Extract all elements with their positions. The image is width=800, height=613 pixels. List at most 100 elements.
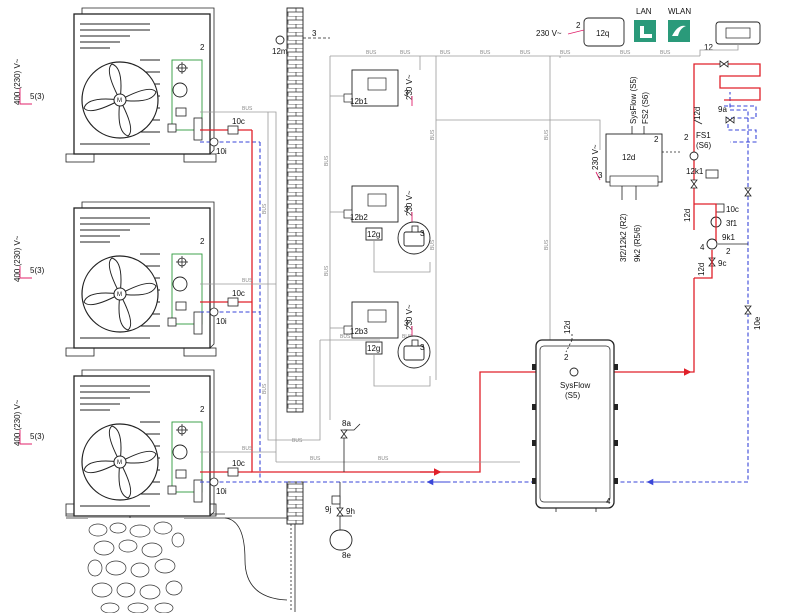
svg-text:BUS: BUS	[242, 278, 253, 284]
fan-motor-label: M	[117, 98, 122, 104]
module-12d-label: 12d	[622, 153, 635, 162]
heating-coil	[719, 63, 761, 143]
bus-wiring	[200, 55, 700, 463]
expansion-valve-icon	[176, 62, 188, 74]
hp-3-10c: 10c	[232, 459, 245, 468]
svg-text:BUS: BUS	[378, 456, 389, 462]
controller-12b3-number: 3	[404, 319, 409, 328]
wall-sensor-12m: 12m 3	[272, 29, 330, 56]
hp-2-circuit-label: 5(3)	[30, 266, 45, 275]
label-10e: 10e	[753, 316, 762, 330]
label-9a: 9a	[718, 105, 727, 114]
module-12q-number: 2	[576, 21, 581, 30]
svg-text:BUS: BUS	[544, 129, 550, 140]
expansion-vessel: 9j 9h 8e	[325, 482, 355, 560]
s6-label: (S6)	[696, 141, 711, 150]
module-12q-label: 12q	[596, 29, 609, 38]
svg-text:BUS: BUS	[242, 446, 253, 452]
svg-text:BUS: BUS	[620, 50, 631, 56]
module-12: 12	[699, 21, 761, 56]
hydraulic-group: 12d FS1 (S6) 2 12k1 12d 10c 3f1 4 9k1 2 …	[683, 60, 762, 330]
heat-pump-unit-2: M 2	[65, 201, 217, 357]
module-12q-power: 230 V~	[536, 29, 562, 38]
hp-2-10i: 10i	[216, 317, 227, 326]
svg-text:BUS: BUS	[480, 50, 491, 56]
fs1-label: FS1	[696, 131, 711, 140]
storage-tank: 2 SysFlow (S5) 12d 4	[532, 321, 618, 512]
boiler-2-number: 3	[420, 343, 425, 352]
label-9j: 9j	[325, 505, 331, 514]
controller-12b2-label: 12b2	[350, 213, 368, 222]
controller-12b1-number: 3	[404, 89, 409, 98]
svg-text:BUS: BUS	[340, 334, 351, 340]
module-12d-bottom-right: 9k2 (R5/6)	[633, 224, 642, 262]
label-3f1: 3f1	[726, 219, 738, 228]
module-12d-fs2: FS2 (S6)	[641, 92, 650, 124]
svg-text:BUS: BUS	[366, 50, 377, 56]
svg-text:BUS: BUS	[324, 155, 330, 166]
fan-motor-label: M	[117, 460, 122, 466]
module-12-label: 12	[704, 43, 713, 52]
storage-sensor: 12d	[563, 321, 572, 334]
bus-module-12g-2-label: 12g	[367, 344, 380, 353]
supply-line	[251, 63, 724, 476]
svg-text:BUS: BUS	[242, 106, 253, 112]
wall-sensor-number: 3	[312, 29, 317, 38]
hp-2-power: 400 (230) V~ 5(3)	[13, 235, 45, 282]
sensor-12d-top: 12d	[693, 107, 702, 120]
module-12d: 12d 230 V~ 3 SysFlow (S5) FS2 (S6) 2 3f2…	[591, 76, 680, 262]
hp-1-circuit-label: 5(3)	[30, 92, 45, 101]
svg-text:BUS: BUS	[310, 456, 321, 462]
heat-pump-unit-1: M 2	[65, 7, 217, 163]
label-12k1: 12k1	[686, 167, 704, 176]
storage-number: 4	[606, 497, 611, 506]
house-wall-lower	[286, 481, 304, 525]
controller-12b2: 12b2 230 V~ 3	[343, 185, 414, 223]
hydraulics-num4: 4	[700, 243, 705, 252]
expansion-valve-icon	[176, 256, 188, 268]
controller-12b2-power: 230 V~	[405, 190, 414, 216]
hp-1-power: 400 (230) V~ 5(3)	[13, 58, 45, 105]
hydraulics-num2-b: 2	[726, 247, 731, 256]
lan-badge: LAN	[634, 7, 656, 42]
valve-8a: 8a	[340, 419, 361, 472]
wall-sensor-label: 12m	[272, 47, 288, 56]
controller-12b1-label: 12b1	[350, 97, 368, 106]
controller-12b3-label: 12b3	[350, 327, 368, 336]
hp-2-10c: 10c	[232, 289, 245, 298]
hydraulics-num2: 2	[684, 133, 689, 142]
svg-text:BUS: BUS	[324, 265, 330, 276]
svg-text:BUS: BUS	[544, 239, 550, 250]
storage-num: 2	[564, 353, 569, 362]
module-12q: 12q 230 V~ 2	[536, 17, 625, 47]
fan-motor-label: M	[117, 292, 122, 298]
module-12d-power: 230 V~	[591, 144, 600, 170]
compressor-icon	[172, 276, 188, 292]
gravel-foundation	[87, 518, 185, 613]
svg-text:BUS: BUS	[262, 203, 268, 214]
return-line	[259, 92, 749, 486]
hp-1-10c: 10c	[232, 117, 245, 126]
compressor-icon	[172, 82, 188, 98]
hp-3-number: 2	[200, 405, 205, 414]
bus-module-12g-1-label: 12g	[367, 230, 380, 239]
hp-2-power-label: 400 (230) V~	[13, 235, 22, 282]
hp-3-connections: 10c 10i	[200, 459, 260, 496]
svg-text:BUS: BUS	[560, 50, 571, 56]
module-12d-bottom-left: 3f2/12k2 (R2)	[619, 213, 628, 262]
controller-12b1: 12b1 230 V~ 3	[343, 69, 414, 107]
hp-1-number: 2	[200, 43, 205, 52]
storage-label: SysFlow	[560, 381, 590, 390]
wlan-label: WLAN	[668, 7, 691, 16]
hp-3-power-label: 400 (230) V~	[13, 399, 22, 446]
heat-pump-unit-3: M 2	[73, 369, 215, 517]
hp-2-number: 2	[200, 237, 205, 246]
hp-3-power: 400 (230) V~ 5(3)	[13, 399, 45, 446]
bus-module-12g-2: 12g 3	[365, 335, 431, 387]
module-12d-num: 3	[598, 171, 603, 180]
label-9c: 9c	[718, 259, 726, 268]
sensor-12d-low: 12d	[697, 263, 706, 276]
hp-3-circuit-label: 5(3)	[30, 432, 45, 441]
svg-text:BUS: BUS	[520, 50, 531, 56]
